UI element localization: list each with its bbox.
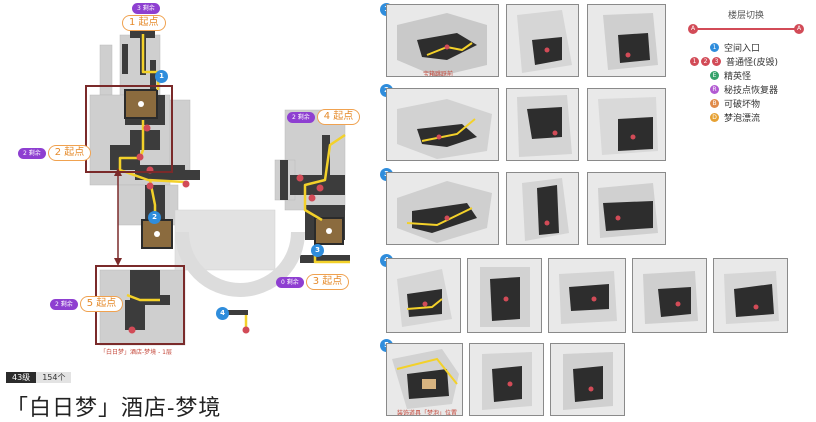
floor-switch-indicator: A A [688,24,804,34]
floor-map [85,30,350,346]
view-panel [548,258,626,333]
view-panel [506,88,579,161]
view-panel [506,4,579,77]
start-label: 3 起点 [305,274,350,290]
view-panel [469,343,544,416]
legend-item-breakable: B 可破坏物 [710,96,810,110]
entry-marker-1: 1 [155,70,168,83]
remain-badge: 3 剩余 [132,3,160,14]
count-chip: 154个 [36,372,72,383]
view-panel [550,343,625,416]
legend: 楼层切换 A A 1 空间入口 1 2 3 普通怪(皮毁) E 精英怪 R 秘技… [682,8,810,124]
map-caption: 「白日梦」酒店-梦境 - 1层 [100,349,172,356]
legend-title: 楼层切换 [727,11,764,21]
view-panel [587,4,666,77]
legend-item-restore: R 秘技点恢复器 [710,82,810,96]
entry-marker-2: 2 [148,211,161,224]
remain-badge: 2 剩余 [50,298,78,310]
view-panel [587,172,666,245]
view-panel [386,172,499,245]
view-panel [467,258,542,333]
view-panel [386,258,461,333]
view-panel [632,258,707,333]
page-title: 「白日梦」酒店-梦境 [6,396,222,421]
legend-item-entry: 1 空间入口 [710,40,810,54]
start-4: 2 剩余 4 起点 [287,109,361,125]
start-label: 1 起点 [122,15,166,31]
switch-start: A [688,24,698,34]
remain-badge: 0 剩余 [276,276,304,288]
view-panel [386,88,499,161]
start-5: 2 剩余 5 起点 [50,296,124,312]
entry-marker-3: 3 [311,244,324,257]
legend-item-normal: 1 2 3 普通怪(皮毁) [690,54,810,68]
switch-end: A [794,24,804,34]
start-3: 0 剩余 3 起点 [276,274,350,290]
start-label: 4 起点 [316,109,361,125]
view-panel: 宝箱跳跃前 [386,4,499,77]
legend-item-dream-bubble: D 梦泡漂流 [710,110,810,124]
level-chip: 43级 [6,372,37,383]
view-panel: 装饰道具「梦泡」位置 [386,343,463,416]
remain-badge: 2 剩余 [18,147,46,159]
start-label: 2 起点 [47,145,92,161]
legend-item-elite: E 精英怪 [710,68,810,82]
start-1: 3 剩余 1 起点 [122,3,166,31]
start-2: 2 剩余 2 起点 [18,145,92,161]
view-panel [506,172,579,245]
remain-badge: 2 剩余 [287,111,315,123]
panel-caption: 宝箱跳跃前 [423,71,454,77]
view-panel [713,258,788,333]
view-panel [587,88,666,161]
entry-marker-4: 4 [216,307,229,320]
start-label: 5 起点 [79,296,124,312]
panel-caption: 装饰道具「梦泡」位置 [397,410,458,416]
